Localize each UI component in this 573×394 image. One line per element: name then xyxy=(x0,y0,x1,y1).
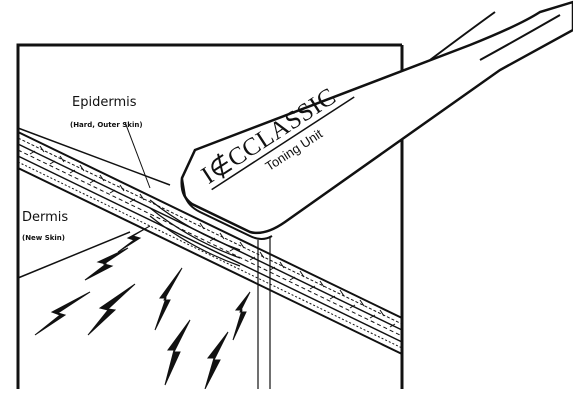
energy-bolt xyxy=(87,283,136,336)
toning-unit: I∉C CLASSIC Toning Unit xyxy=(180,0,573,240)
dermis-label: Dermis (New Skin) xyxy=(22,210,68,242)
energy-bolts xyxy=(34,225,251,390)
epidermis-title: Epidermis xyxy=(72,95,137,110)
energy-bolt xyxy=(154,267,183,331)
dermis-title: Dermis xyxy=(22,210,68,225)
handle-taper-line-2 xyxy=(479,14,561,61)
epidermis-label: Epidermis (Hard, Outer Skin) xyxy=(70,95,143,129)
dermis-subtitle: (New Skin) xyxy=(22,234,65,242)
background-diagonal xyxy=(17,127,171,186)
energy-bolt xyxy=(84,247,129,281)
probe-handle xyxy=(180,0,573,235)
cell-texture xyxy=(29,145,396,328)
lower-plane-line xyxy=(17,231,131,279)
epidermis-subtitle: (Hard, Outer Skin) xyxy=(70,121,143,129)
energy-bolt xyxy=(34,291,91,336)
energy-bolt xyxy=(117,225,151,253)
epidermis-pointer xyxy=(124,121,151,189)
probe-edge xyxy=(181,177,273,240)
energy-bolt xyxy=(232,291,251,341)
compressed-zone xyxy=(149,199,241,267)
handle-taper-line xyxy=(429,11,496,61)
brand-underline xyxy=(211,96,355,191)
energy-bolt xyxy=(164,319,191,386)
energy-bolt xyxy=(204,331,229,390)
guide-lines xyxy=(257,236,271,389)
